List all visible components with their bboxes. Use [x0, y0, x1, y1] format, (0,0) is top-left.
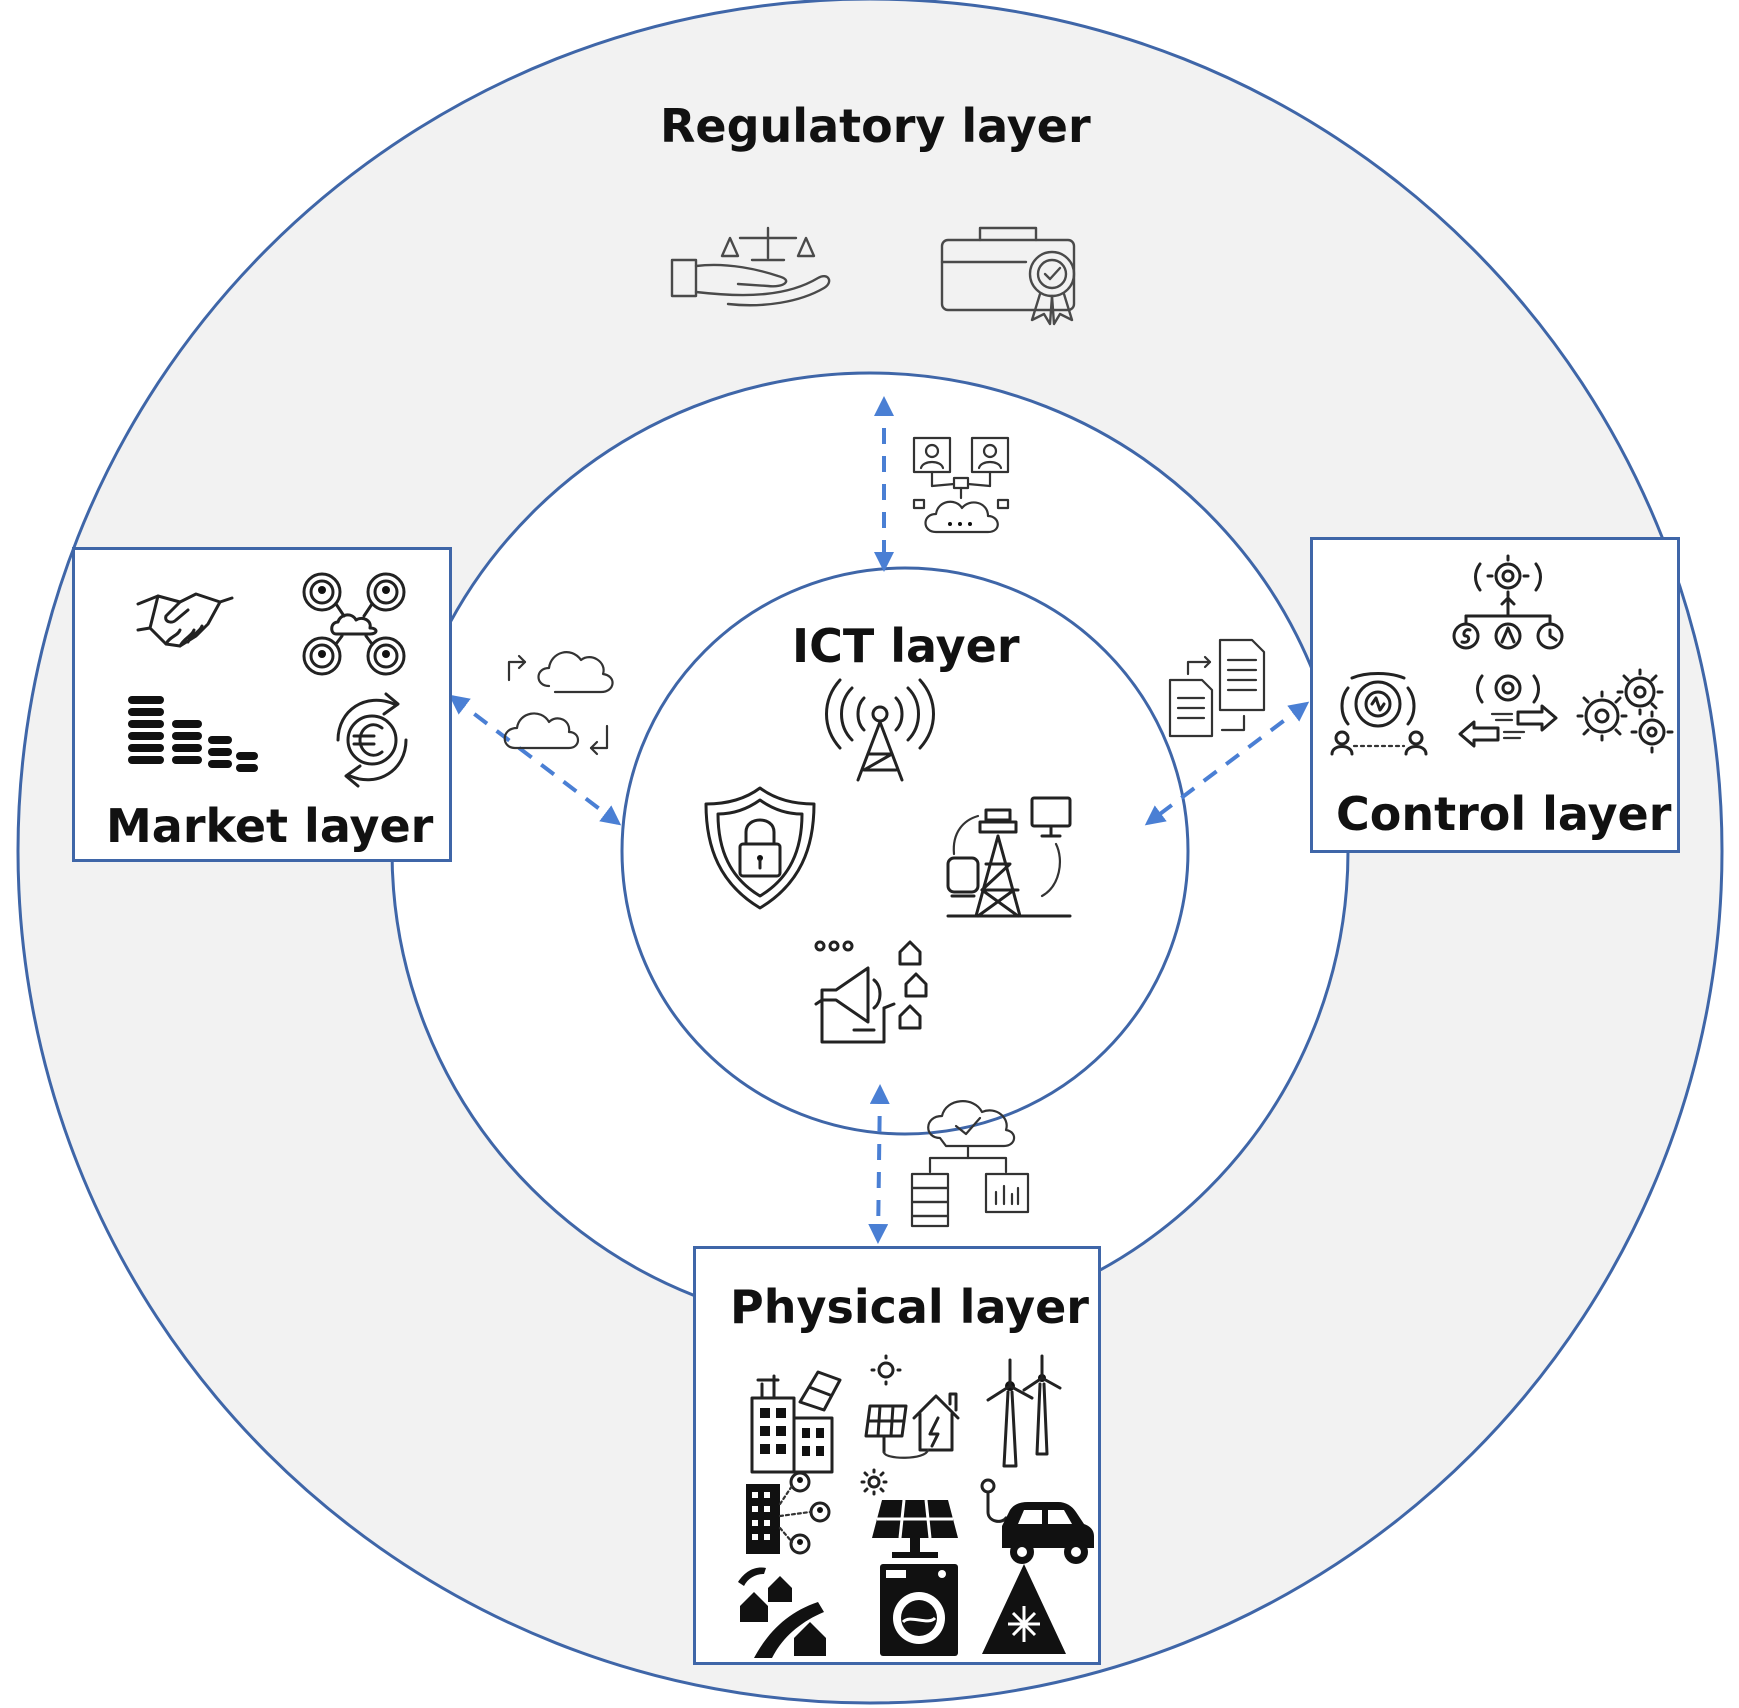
- market-layer-label: Market layer: [106, 799, 434, 853]
- regulatory-layer-label: Regulatory layer: [660, 99, 1091, 153]
- broadcast-homes-icon: [814, 940, 928, 1044]
- solar-home-icon: [864, 1354, 960, 1459]
- arrow-market-ict: [448, 694, 622, 826]
- building-users-icon: [746, 1471, 831, 1555]
- cloud-data-icon: [910, 1100, 1030, 1228]
- wind-turbines-icon: [986, 1354, 1062, 1468]
- euro-exchange-icon: [336, 692, 408, 788]
- market-layer-box: [72, 547, 452, 862]
- document-transfer-icon: [1168, 638, 1266, 738]
- security-shield-icon: [704, 786, 816, 910]
- ict-ring: [620, 566, 1190, 1136]
- control-hierarchy-icon: [1452, 554, 1564, 650]
- cooling-icon: [982, 1564, 1066, 1654]
- electric-car-icon: [980, 1478, 1094, 1564]
- coin-stacks-icon: [128, 696, 258, 772]
- justice-hand-icon: [670, 226, 831, 307]
- cycle-users-icon: [1330, 672, 1428, 756]
- arrow-control-ict: [1144, 701, 1310, 826]
- substation-network-icon: [946, 796, 1072, 918]
- user-cloud-network-icon: [912, 436, 1010, 534]
- control-layer-box: [1310, 537, 1680, 853]
- physical-layer-label: Physical layer: [730, 1280, 1089, 1334]
- control-layer-label: Control layer: [1336, 787, 1672, 841]
- certified-briefcase-icon: [940, 226, 1076, 326]
- cloud-sync-icon: [503, 651, 614, 756]
- road-houses-icon: [738, 1567, 826, 1658]
- washing-machine-icon: [880, 1564, 958, 1656]
- ict-layer-label: ICT layer: [792, 619, 1020, 673]
- antenna-tower-icon: [825, 678, 935, 782]
- peer-network-icon: [302, 572, 406, 676]
- handshake-icon: [136, 592, 234, 648]
- solar-building-icon: [750, 1370, 842, 1474]
- gears-icon: [1576, 668, 1674, 754]
- arrow-physical-ict: [868, 1084, 890, 1244]
- gear-exchange-icon: [1458, 674, 1558, 748]
- solar-panel-icon: [860, 1468, 958, 1558]
